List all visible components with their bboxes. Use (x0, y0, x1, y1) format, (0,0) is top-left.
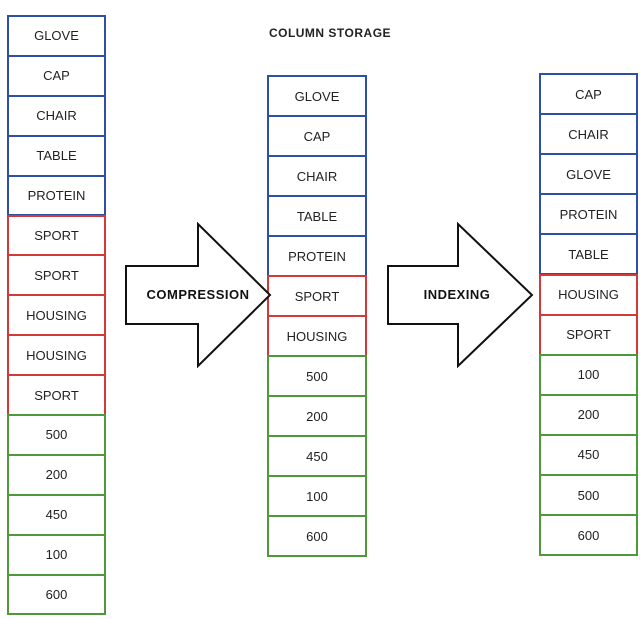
indexing-label: INDEXING (423, 287, 491, 302)
compressed-cell: TABLE (267, 195, 367, 237)
original-cell: PROTEIN (7, 174, 106, 217)
original-cell: TABLE (7, 134, 106, 177)
indexed-cell: 450 (539, 433, 638, 476)
compressed-cell: CAP (267, 115, 367, 157)
indexed-cell: 100 (539, 353, 638, 396)
indexed-cell: PROTEIN (539, 193, 638, 236)
compressed-cell: 500 (267, 355, 367, 397)
original-cell: HOUSING (7, 294, 106, 337)
indexed-cell: 600 (539, 514, 638, 557)
original-cell: CAP (7, 54, 106, 97)
indexed-cell: SPORT (539, 313, 638, 356)
indexed-cell: 500 (539, 474, 638, 517)
original-cell: GLOVE (7, 15, 106, 57)
original-cell: 200 (7, 453, 106, 496)
original-cell: SPORT (7, 214, 106, 257)
compression-arrow (125, 222, 272, 368)
compressed-cell: 600 (267, 515, 367, 557)
indexed-cell: GLOVE (539, 153, 638, 196)
indexed-cell: CAP (539, 73, 638, 116)
original-cell: 100 (7, 533, 106, 576)
original-cell: CHAIR (7, 94, 106, 137)
compressed-cell: PROTEIN (267, 235, 367, 277)
compression-label: COMPRESSION (146, 287, 250, 302)
compressed-cell: SPORT (267, 275, 367, 317)
indexed-cell: HOUSING (539, 273, 638, 316)
original-cell: 450 (7, 493, 106, 536)
compressed-cell: CHAIR (267, 155, 367, 197)
diagram-title: COLUMN STORAGE (268, 26, 392, 40)
indexed-cell: TABLE (539, 233, 638, 276)
indexing-arrow (387, 222, 534, 368)
indexed-cell: CHAIR (539, 113, 638, 156)
compressed-cell: HOUSING (267, 315, 367, 357)
compressed-cell: 200 (267, 395, 367, 437)
indexed-cell: 200 (539, 393, 638, 436)
compressed-cell: 100 (267, 475, 367, 517)
original-cell: SPORT (7, 374, 106, 416)
original-cell: 500 (7, 414, 106, 456)
compressed-cell: 450 (267, 435, 367, 477)
original-cell: HOUSING (7, 334, 106, 377)
compressed-cell: GLOVE (267, 75, 367, 117)
original-cell: 600 (7, 573, 106, 616)
original-cell: SPORT (7, 254, 106, 297)
